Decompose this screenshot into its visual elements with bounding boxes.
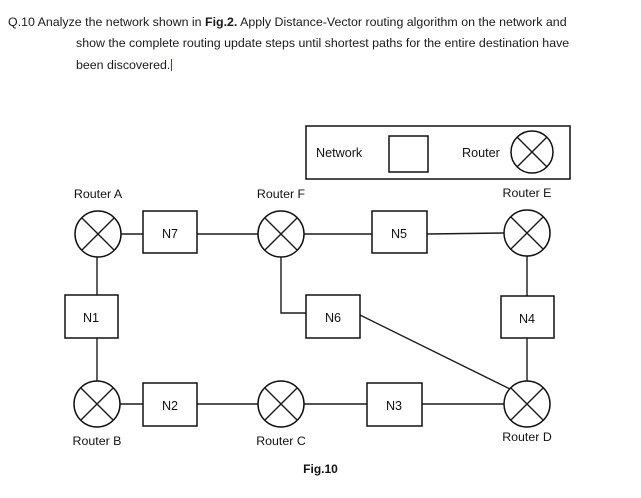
question-line-1-part-a: Q.10 Analyze the network shown in: [8, 15, 205, 29]
router-node-a-label: Router A: [74, 187, 123, 201]
router-node-f: Router F: [257, 187, 306, 258]
router-node-c-label: Router C: [256, 434, 306, 448]
network-node-n6-label: N6: [325, 311, 341, 325]
router-node-a: Router A: [74, 187, 123, 258]
router-node-b: Router B: [73, 380, 122, 448]
question-line-2: show the complete routing update steps u…: [76, 36, 570, 51]
figure-caption: Fig.10: [303, 462, 338, 476]
network-node-n1: N1: [64, 294, 119, 339]
network-node-n4-label: N4: [519, 312, 535, 326]
router-node-c: Router C: [256, 380, 306, 448]
question-line-3-text: been discovered.: [76, 57, 171, 72]
question-line-3: been discovered.: [8, 55, 628, 76]
network-node-n5: N5: [371, 210, 428, 254]
router-node-e: Router E: [503, 186, 552, 257]
router-node-e-label: Router E: [503, 186, 552, 200]
network-node-n3-label: N3: [386, 399, 402, 413]
legend-router-symbol: [510, 130, 554, 174]
network-node-n7-label: N7: [162, 227, 178, 241]
question-text: Q.10 Analyze the network shown in Fig.2.…: [8, 12, 628, 76]
question-line-1: Q.10 Analyze the network shown in Fig.2.…: [8, 12, 628, 33]
network-node-n1-label: N1: [83, 311, 99, 325]
link-n5-routerE: [426, 232, 505, 235]
question-line-1-part-c: Apply Distance-Vector routing algorithm …: [237, 15, 567, 29]
link-n6-routerD: [359, 314, 513, 391]
network-node-n5-label: N5: [391, 227, 407, 241]
network-node-n7: N7: [142, 210, 198, 254]
link-routerF-n6: [280, 257, 306, 314]
legend-router-label: Router: [462, 146, 500, 160]
router-node-b-label: Router B: [73, 434, 122, 448]
question-figure-reference: Fig.2.: [205, 15, 238, 29]
router-node-d-label: Router D: [502, 430, 552, 444]
network-node-n6: N6: [305, 294, 361, 339]
network-node-n3: N3: [366, 382, 423, 427]
legend-network-symbol: [388, 135, 429, 173]
router-node-f-label: Router F: [257, 187, 306, 201]
text-caret: [171, 58, 173, 71]
router-node-d: Router D: [502, 380, 552, 444]
legend-network-label: Network: [316, 146, 363, 160]
network-node-n2-label: N2: [162, 399, 178, 413]
network-node-n4: N4: [500, 295, 555, 339]
network-node-n2: N2: [142, 382, 198, 427]
